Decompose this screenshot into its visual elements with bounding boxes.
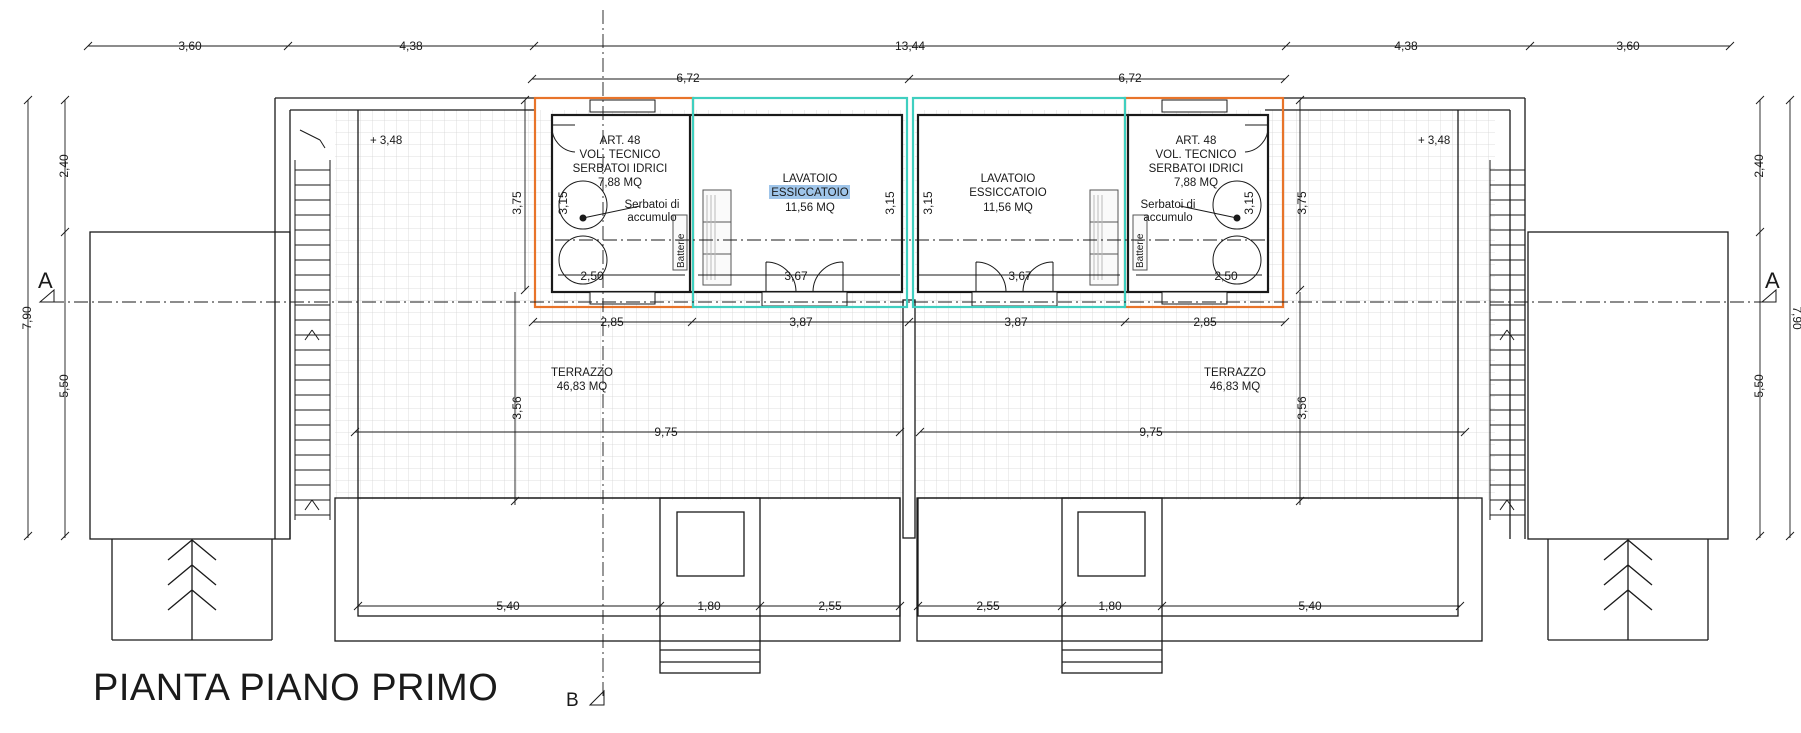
svg-text:accumulo: accumulo [627,212,676,224]
svg-text:ART. 48: ART. 48 [1176,135,1217,147]
svg-text:46,83 MQ: 46,83 MQ [557,381,608,393]
dim-top-1: 3,60 [178,39,202,53]
battery-racks [672,189,1148,286]
batteries-left-label: Batterie [676,233,687,268]
laundry-outlines [691,96,1127,309]
dim-top2-2: 6,72 [1118,71,1142,85]
dim-387-left: 3,87 [789,315,813,329]
dim-right-550: 5,50 [1752,374,1766,398]
terrace-left-label: TERRAZZO 46,83 MQ [551,367,613,393]
dim-top-4: 4,38 [1394,39,1418,53]
vertical-dimension-labels: 2,40 5,50 7,90 2,40 5,50 7,90 3,75 3,75 … [20,154,1801,420]
water-tanks [558,180,1262,285]
svg-text:LAVATOIO: LAVATOIO [981,173,1036,185]
svg-text:7,88 MQ: 7,88 MQ [598,177,642,189]
dim-367-right: 3,67 [1008,269,1032,283]
dim-top-3: 13,44 [895,39,925,53]
terrace-right-label: TERRAZZO 46,83 MQ [1204,367,1266,393]
dim-top2-1: 6,72 [676,71,700,85]
svg-text:TERRAZZO: TERRAZZO [551,367,613,379]
svg-text:ESSICCATOIO: ESSICCATOIO [771,187,849,199]
svg-text:7,88 MQ: 7,88 MQ [1174,177,1218,189]
svg-text:Serbatoi di: Serbatoi di [625,199,680,211]
svg-text:accumulo: accumulo [1143,212,1192,224]
level-left: + 3,48 [370,135,402,147]
dim-975-left: 9,75 [654,425,678,439]
dim-right-790: 7,90 [1790,306,1801,330]
dim-top-2: 4,38 [399,39,423,53]
inner-dimension-labels: 2,85 3,87 3,87 2,85 2,50 2,50 3,67 3,67 … [580,269,1238,439]
dim-left-790: 7,90 [20,306,34,330]
dim-bot-3: 2,55 [818,599,842,613]
dim-h315-c: 3,15 [921,191,935,215]
dim-bot-2: 1,80 [697,599,721,613]
dim-left-240: 2,40 [57,154,71,178]
axis-lines [50,10,1765,700]
door-swings [551,124,1269,293]
svg-text:VOL. TECNICO: VOL. TECNICO [1156,149,1237,161]
svg-text:SERBATOI IDRICI: SERBATOI IDRICI [1149,163,1244,175]
dim-h375-left: 3,75 [510,191,524,215]
dim-left-550: 5,50 [57,374,71,398]
dim-387-right: 3,87 [1004,315,1028,329]
stair-left [294,129,331,520]
section-markers [38,288,1777,706]
dim-h356-left: 3,56 [510,396,524,420]
dim-h315-d: 3,15 [1242,191,1256,215]
text-selection-highlight [769,185,850,199]
section-b: B [566,690,579,711]
dim-bot-4: 2,55 [976,599,1000,613]
svg-text:Serbatoi di: Serbatoi di [1141,199,1196,211]
level-right: + 3,48 [1418,135,1450,147]
dim-top-5: 3,60 [1616,39,1640,53]
dim-bot-1: 5,40 [496,599,520,613]
dim-h375-right: 3,75 [1295,191,1309,215]
tanks-right-label: Serbatoi di accumulo [1141,199,1196,224]
dim-h315-a: 3,15 [556,191,570,215]
dim-975-right: 9,75 [1139,425,1163,439]
svg-text:SERBATOI IDRICI: SERBATOI IDRICI [573,163,668,175]
dim-h356-right: 3,56 [1295,396,1309,420]
svg-text:11,56 MQ: 11,56 MQ [983,202,1033,214]
svg-text:LAVATOIO: LAVATOIO [783,173,838,185]
svg-text:ESSICCATOIO: ESSICCATOIO [969,187,1047,199]
dim-bot-5: 1,80 [1098,599,1122,613]
top-dimension-labels: 3,60 4,38 13,44 4,38 3,60 6,72 6,72 [178,39,1640,85]
svg-text:VOL. TECNICO: VOL. TECNICO [580,149,661,161]
dim-285-right: 2,85 [1193,315,1217,329]
dim-250-right: 2,50 [1214,269,1238,283]
laundry-right-label: LAVATOIO ESSICCATOIO 11,56 MQ [969,173,1047,214]
dimension-lines [23,41,1795,611]
dim-bot-6: 5,40 [1298,599,1322,613]
batteries-right-label: Batterie [1135,233,1146,268]
dim-h315-b: 3,15 [883,191,897,215]
laundry-left-label: LAVATOIO ESSICCATOIO 11,56 MQ [771,173,849,214]
dim-367-left: 3,67 [784,269,808,283]
section-a-right: A [1765,268,1780,293]
window-openings [589,99,1228,307]
svg-text:11,56 MQ: 11,56 MQ [785,202,835,214]
page-title: PIANTA PIANO PRIMO [93,667,498,709]
tanks-left-label: Serbatoi di accumulo [625,199,680,224]
dim-285-left: 2,85 [600,315,624,329]
section-a-left: A [38,268,53,293]
svg-text:ART. 48: ART. 48 [600,135,641,147]
dim-250-left: 2,50 [580,269,604,283]
level-markers: + 3,48 + 3,48 [370,135,1450,147]
dim-right-240: 2,40 [1752,154,1766,178]
stair-right [1489,160,1526,520]
svg-text:46,83 MQ: 46,83 MQ [1210,381,1261,393]
tech-room-left-label: ART. 48 VOL. TECNICO SERBATOI IDRICI 7,8… [573,135,668,189]
tech-room-right-label: ART. 48 VOL. TECNICO SERBATOI IDRICI 7,8… [1149,135,1244,189]
svg-text:TERRAZZO: TERRAZZO [1204,367,1266,379]
bottom-dimension-labels: 5,40 1,80 2,55 2,55 1,80 5,40 [496,599,1322,613]
